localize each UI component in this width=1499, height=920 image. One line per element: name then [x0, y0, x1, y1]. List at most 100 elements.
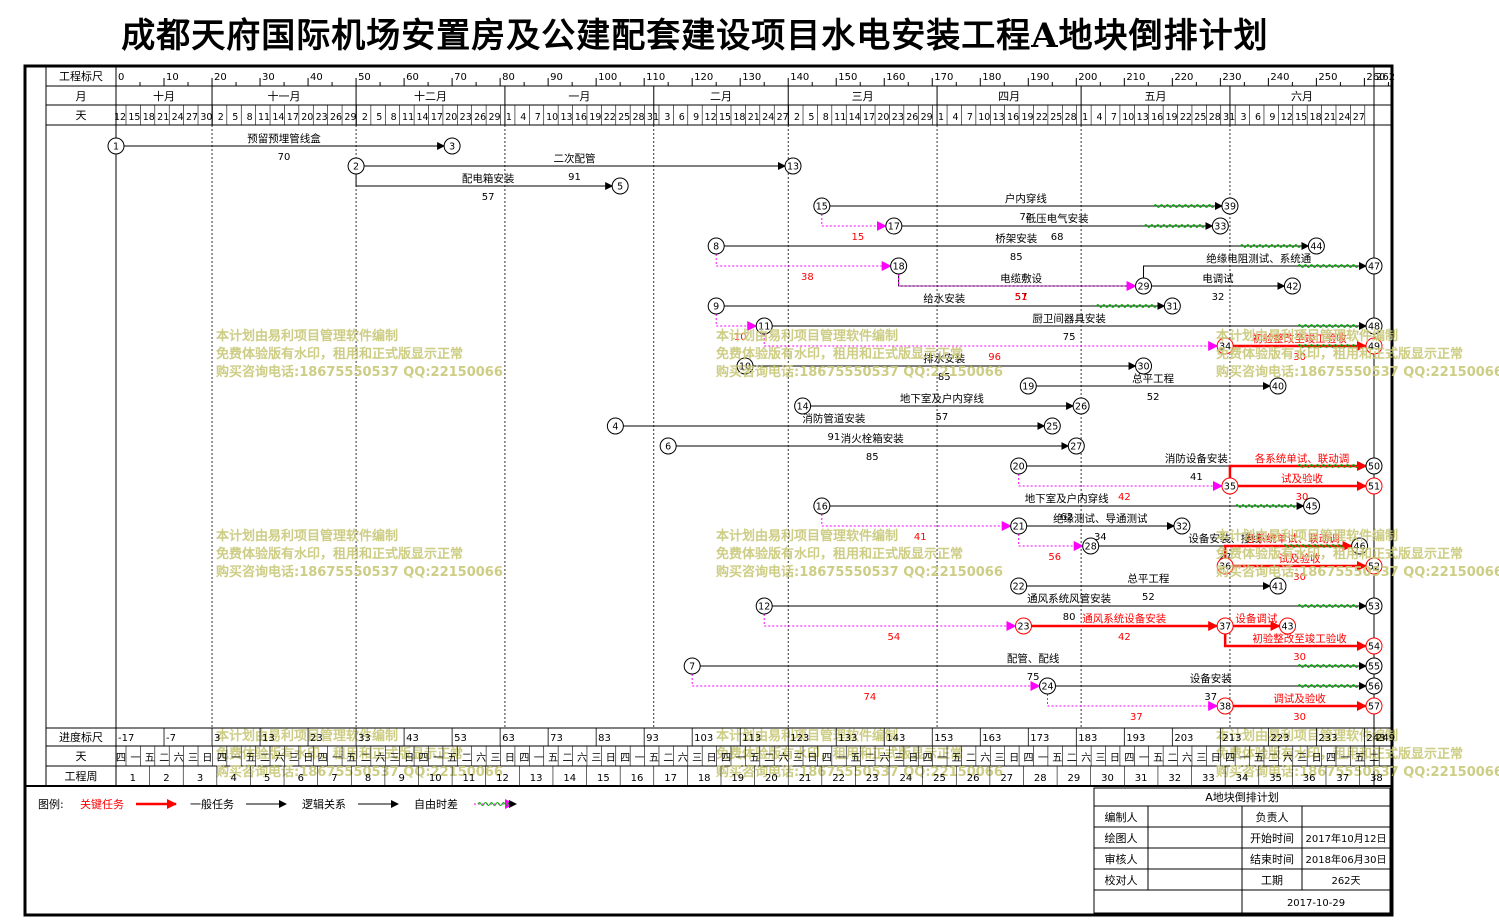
- watermark-line: 免费体验版有水印，租用和正式版显示正常: [1216, 346, 1463, 362]
- info-cell: 工期: [1261, 874, 1283, 887]
- node-circle: [1082, 537, 1100, 555]
- slack-wave: [1297, 664, 1359, 668]
- weekday-label: 三: [1297, 753, 1307, 764]
- task-duration: 37: [1204, 692, 1217, 703]
- day-label: 4: [1096, 112, 1102, 123]
- node-number: 42: [1286, 282, 1298, 293]
- day-label: 1: [506, 112, 512, 123]
- day-label: 30: [200, 112, 212, 123]
- node-number: 32: [1176, 522, 1188, 533]
- legend-title: 图例:: [38, 797, 64, 811]
- day-label: 23: [892, 112, 904, 123]
- node-5: 5: [611, 177, 629, 195]
- node-29: 29: [1135, 277, 1153, 295]
- task-duration: 57: [482, 192, 495, 203]
- watermark-line: 免费体验版有水印，租用和正式版显示正常: [716, 346, 963, 362]
- legend-label: 逻辑关系: [302, 797, 346, 811]
- weekday-label: 一: [635, 753, 645, 764]
- task-duration: 75: [1063, 332, 1076, 343]
- day-label: 20: [301, 112, 313, 123]
- node-number: 34: [1219, 342, 1231, 353]
- task-label: 给水安装: [923, 292, 965, 305]
- scale-tick-label: 220: [1174, 72, 1193, 83]
- slack-wave: [1297, 464, 1359, 468]
- node-number: 14: [797, 402, 809, 413]
- task-15-17: 15: [821, 214, 887, 243]
- task-duration: 72: [1020, 212, 1033, 223]
- float-duration: 96: [988, 352, 1001, 363]
- day-label: 11: [258, 112, 270, 123]
- progress-tick-label: -17: [118, 733, 134, 744]
- week-label: 9: [399, 773, 405, 784]
- task-label: 地下室及户内穿线: [1025, 492, 1109, 505]
- node-12: 12: [755, 597, 773, 615]
- task-duration: 30: [1293, 652, 1306, 663]
- week-label: 34: [1236, 773, 1249, 784]
- watermark-line: 本计划由易利项目管理软件编制: [1216, 528, 1398, 544]
- node-28: 28: [1082, 537, 1100, 555]
- week-label: 13: [530, 773, 543, 784]
- task-duration: 30: [1296, 492, 1309, 503]
- node-circle: [1365, 477, 1383, 495]
- node-number: 4: [612, 422, 618, 433]
- progress-tick-label: 193: [1126, 733, 1145, 744]
- task-label: 消防管道安装: [802, 412, 865, 425]
- day-label: 27: [777, 112, 789, 123]
- weekday-label: 日: [908, 753, 918, 764]
- float-duration: 15: [851, 232, 864, 243]
- watermark-line: 本计划由易利项目管理软件编制: [216, 728, 398, 744]
- node-number: 25: [1046, 422, 1058, 433]
- task-duration: 42: [1118, 632, 1131, 643]
- weekday-label: 六: [678, 752, 688, 764]
- day-label: 19: [1165, 112, 1177, 123]
- task-duration: 85: [1010, 252, 1023, 263]
- node-circle: [755, 317, 773, 335]
- weekday-label: 五: [246, 753, 256, 764]
- task-label: 设备安装、接线: [1188, 532, 1262, 545]
- task-label: 设备安装: [1190, 672, 1232, 685]
- node-35: 35: [1221, 477, 1239, 495]
- weekday-label: 二: [1168, 753, 1178, 764]
- day-label: 12: [705, 112, 717, 123]
- weekday-label: 一: [433, 753, 443, 764]
- day-label: 1: [938, 112, 944, 123]
- day-label: 8: [247, 112, 253, 123]
- day-label: 6: [1255, 112, 1261, 123]
- watermark-line: 购买咨询电话:18675550537 QQ:22150066: [216, 764, 503, 780]
- day-label: 10: [1122, 112, 1134, 123]
- scale-tick-label: 100: [598, 72, 617, 83]
- float-arrow: [898, 274, 1137, 291]
- float-duration: 10: [734, 332, 747, 343]
- node-number: 6: [665, 442, 671, 453]
- info-cell: 绘图人: [1105, 831, 1138, 845]
- month-label: 一月: [568, 90, 590, 103]
- task-8-18: 38: [715, 254, 892, 283]
- node-3: 3: [443, 137, 461, 155]
- scale-tick-label: 30: [262, 72, 275, 83]
- weekday-label: 四: [217, 753, 227, 764]
- scale-tick-label: 160: [886, 72, 905, 83]
- weekday-label: 三: [995, 753, 1005, 764]
- weekday-label: 三: [390, 753, 400, 764]
- info-cell: 2017年10月12日: [1306, 832, 1387, 845]
- node-number: 18: [893, 262, 905, 273]
- node-50: 50: [1365, 457, 1383, 475]
- weekday-label: 六: [274, 752, 284, 764]
- task-label: 地下室及户内穿线: [900, 392, 984, 405]
- task-duration: 32: [1212, 292, 1225, 303]
- day-label: 21: [748, 112, 760, 123]
- weekday-label: 三: [793, 753, 803, 764]
- weekday-label: 一: [1139, 753, 1149, 764]
- node-circle: [1010, 517, 1028, 535]
- node-42: 42: [1283, 277, 1301, 295]
- slack-wave: [1297, 344, 1359, 348]
- day-label: 17: [863, 112, 875, 123]
- node-number: 55: [1368, 662, 1380, 673]
- node-circle: [1072, 397, 1090, 415]
